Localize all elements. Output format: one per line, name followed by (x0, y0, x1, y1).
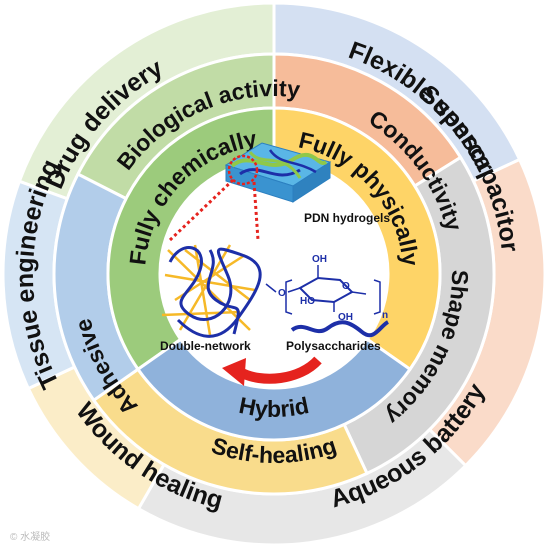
polysaccharide-chain (290, 320, 390, 338)
chem-n-sub: n (382, 310, 388, 321)
hydrogel-block (224, 142, 332, 203)
transition-arrow (237, 356, 322, 384)
chem-o-link: O (278, 288, 286, 299)
double-network-drawing (161, 244, 262, 338)
label-polysaccharides: Polysaccharides (286, 339, 381, 353)
polysaccharide-structure (265, 265, 381, 315)
chem-oh-right: OH (338, 312, 353, 323)
label-double-network: Double-network (160, 339, 251, 353)
zoom-line-right (252, 181, 260, 241)
watermark: © 水凝胶 (10, 530, 50, 543)
label-pdn-hydrogels: PDN hydrogels (304, 211, 390, 225)
center-disc (160, 160, 388, 388)
chem-o-ring: O (342, 281, 350, 292)
zoom-line-left (168, 178, 235, 242)
chem-ho-left: HO (300, 296, 315, 307)
transition-arrow-head (222, 358, 246, 386)
chem-oh-top: OH (312, 254, 327, 265)
label-hybrid: Hybrid (237, 392, 311, 422)
zoom-circle (227, 154, 259, 186)
